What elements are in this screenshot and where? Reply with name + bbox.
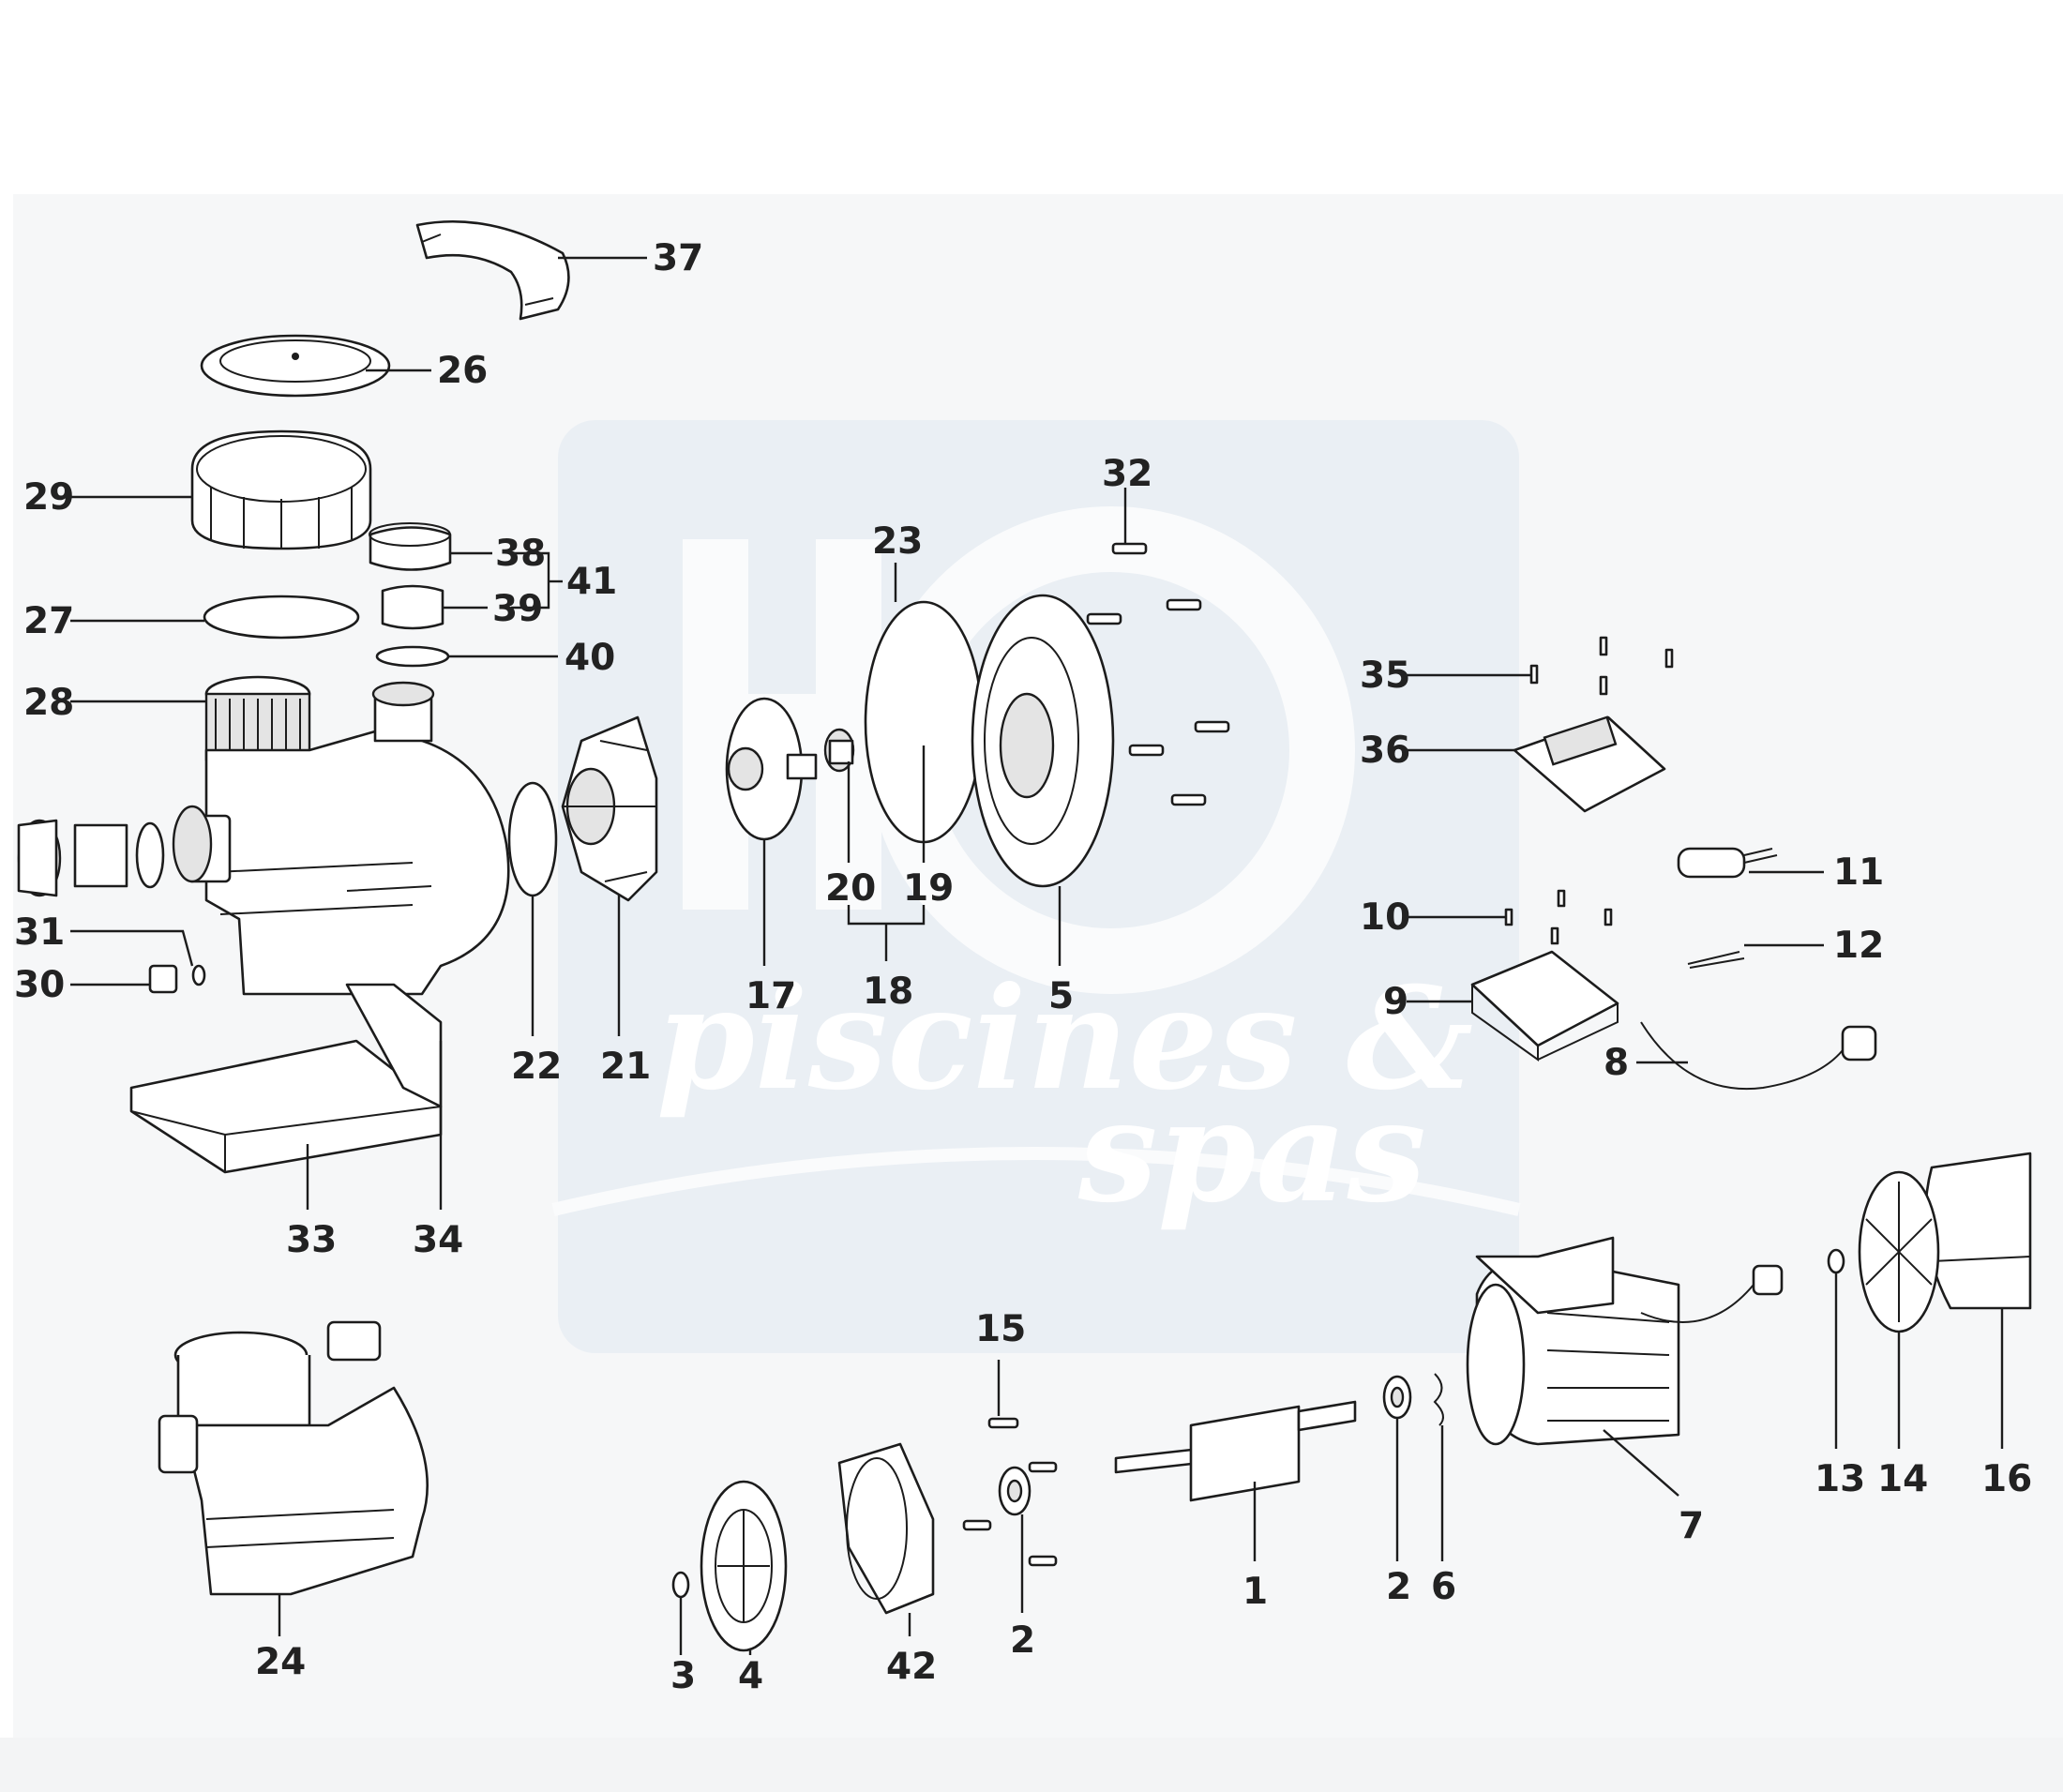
- callout-7: 7: [1679, 1505, 1704, 1547]
- callout-11: 11: [1833, 851, 1884, 894]
- part-31-drain-o-ring: [191, 964, 206, 986]
- part-42-adapter: [837, 1442, 935, 1615]
- part-24-assembled-pump: [158, 1320, 429, 1596]
- part-9-terminal-box: [1470, 950, 1619, 1062]
- part-12-wires: [1687, 951, 1745, 969]
- callout-21: 21: [600, 1046, 651, 1088]
- part-2-bearing-rear: [1382, 1375, 1412, 1420]
- part-38-union-nut: [369, 522, 452, 571]
- callout-40: 40: [565, 637, 615, 679]
- part-33-base: [129, 983, 443, 1174]
- callout-33: 33: [286, 1219, 337, 1261]
- part-1-rotor-shaft: [1114, 1400, 1357, 1502]
- callout-16: 16: [1981, 1458, 2032, 1500]
- callout-37: 37: [653, 237, 703, 279]
- callout-20: 20: [825, 867, 876, 910]
- callout-24: 24: [255, 1641, 306, 1683]
- callout-17: 17: [745, 975, 796, 1017]
- callout-4: 4: [738, 1655, 763, 1697]
- callout-3: 3: [670, 1655, 696, 1697]
- part-29-lock-ring: [190, 429, 372, 550]
- part-37-clamp: [415, 219, 570, 321]
- part-14-fan: [1858, 1170, 1940, 1333]
- callout-38: 38: [495, 533, 546, 575]
- watermark-text-line2: spas: [1077, 1069, 1426, 1234]
- callout-41: 41: [566, 561, 617, 603]
- callout-8: 8: [1604, 1042, 1629, 1084]
- callout-36: 36: [1360, 730, 1410, 772]
- callout-14: 14: [1877, 1458, 1928, 1500]
- callout-31: 31: [14, 911, 65, 954]
- callout-19: 19: [903, 867, 954, 910]
- part-20-mechanical-seal: [823, 728, 855, 773]
- callout-2-front: 2: [1010, 1619, 1035, 1662]
- callout-28: 28: [23, 682, 74, 724]
- part-4-end-shield: [700, 1480, 788, 1652]
- callout-30: 30: [14, 964, 65, 1006]
- part-16-fan-cover: [1924, 1152, 2032, 1310]
- callout-29: 29: [23, 476, 74, 519]
- part-2-bearing-front: [998, 1466, 1032, 1516]
- part-26-lid: [200, 334, 391, 398]
- callout-5: 5: [1048, 975, 1074, 1017]
- callout-12: 12: [1833, 925, 1884, 967]
- part-27-o-ring: [203, 595, 360, 640]
- part-8-power-cable: [1640, 1021, 1877, 1091]
- callout-13: 13: [1815, 1458, 1865, 1500]
- callout-26: 26: [437, 350, 488, 392]
- part-3-washer: [671, 1571, 690, 1599]
- part-32-screws: [1086, 542, 1230, 806]
- callout-labels: 37 26 29 38 39 41 40 27 28 31 30 33 34 2…: [14, 237, 2032, 1697]
- callout-32: 32: [1102, 453, 1152, 495]
- callout-1: 1: [1242, 1571, 1268, 1613]
- callout-42: 42: [886, 1646, 937, 1688]
- callout-23: 23: [872, 520, 923, 563]
- part-13-washer: [1827, 1248, 1845, 1274]
- callout-35: 35: [1360, 655, 1410, 697]
- part-39-union-tail: [381, 584, 444, 630]
- watermark-text-line1: piscines &: [656, 956, 1473, 1122]
- part-21-diffuser: [561, 715, 658, 902]
- leader-lines: [70, 256, 2004, 1655]
- part-17-impeller: [725, 697, 818, 841]
- part-inlet-union-left: [17, 805, 213, 897]
- part-40-union-o-ring: [375, 645, 450, 668]
- part-15-screws: [962, 1417, 1058, 1567]
- footer-band: [0, 1738, 2063, 1792]
- callout-9: 9: [1383, 981, 1408, 1023]
- part-7-motor: [1466, 1236, 1784, 1446]
- part-10-box-screws: [1504, 889, 1613, 945]
- part-pump-body: [186, 681, 510, 996]
- part-28-basket: [204, 675, 311, 761]
- callout-27: 27: [23, 600, 74, 642]
- callout-15: 15: [975, 1308, 1026, 1350]
- part-22-gasket: [507, 781, 558, 897]
- part-6-clip: [1433, 1373, 1444, 1426]
- callout-34: 34: [413, 1219, 463, 1261]
- callout-10: 10: [1360, 896, 1410, 939]
- part-36-terminal-cover: [1513, 715, 1666, 813]
- callout-18: 18: [863, 971, 913, 1013]
- part-5-seal-plate: [971, 594, 1115, 888]
- part-30-drain-plug: [148, 964, 178, 994]
- callout-39: 39: [492, 588, 543, 630]
- callout-22: 22: [511, 1046, 562, 1088]
- part-11-capacitor: [1677, 847, 1778, 879]
- part-35-cover-screws: [1529, 636, 1674, 696]
- callout-6: 6: [1431, 1566, 1456, 1608]
- callout-2-rear: 2: [1386, 1566, 1411, 1608]
